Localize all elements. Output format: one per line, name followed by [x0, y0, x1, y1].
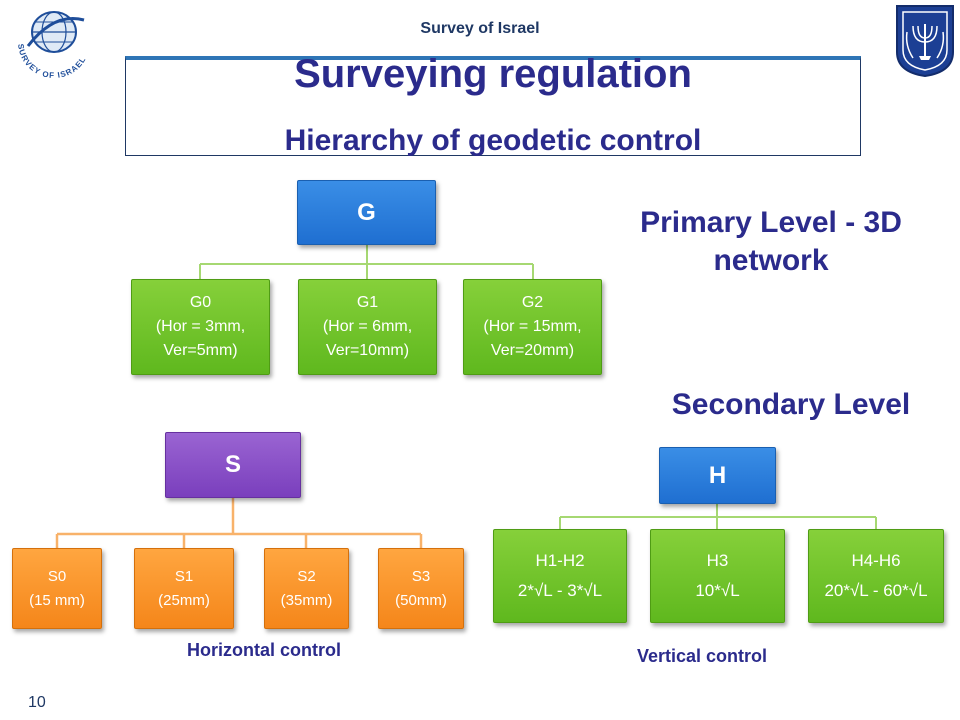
- h4-h6-node: H4-H6 20*√L - 60*√L: [808, 529, 944, 623]
- slide-title: Surveying regulation: [294, 52, 692, 96]
- g-root-label: G: [357, 198, 376, 226]
- h3-label: H3: [706, 551, 729, 570]
- g0-node: G0 (Hor = 3mm, Ver=5mm): [131, 279, 270, 375]
- s-root-node: S: [165, 432, 301, 498]
- g2-detail: (Hor = 15mm, Ver=20mm): [483, 318, 582, 359]
- org-name: Survey of Israel: [420, 20, 540, 37]
- g1-detail: (Hor = 6mm, Ver=10mm): [322, 318, 413, 359]
- h-root-node: H: [659, 447, 776, 504]
- s1-detail: (25mm): [158, 591, 210, 609]
- secondary-level-heading: Secondary Level: [671, 388, 911, 421]
- s0-detail: (15 mm): [29, 591, 85, 609]
- h-root-label: H: [708, 461, 727, 489]
- s0-label: S0: [47, 567, 67, 585]
- h1-h2-node: H1-H2 2*√L - 3*√L: [493, 529, 627, 623]
- s2-node: S2 (35mm): [264, 548, 349, 629]
- primary-level-heading: Primary Level - 3D network: [640, 206, 902, 277]
- title-frame: [125, 56, 861, 156]
- h1-h2-label: H1-H2: [535, 551, 585, 570]
- s3-node: S3 (50mm): [378, 548, 464, 629]
- s0-node: S0 (15 mm): [12, 548, 102, 629]
- s-root-label: S: [224, 451, 241, 478]
- s1-label: S1: [174, 567, 194, 585]
- vertical-control-caption: Vertical control: [636, 646, 768, 666]
- slide-subtitle: Hierarchy of geodetic control: [284, 124, 702, 157]
- s3-detail: (50mm): [395, 591, 447, 609]
- s2-label: S2: [297, 567, 316, 585]
- h1-h2-detail: 2*√L - 3*√L: [517, 581, 603, 600]
- horizontal-control-caption: Horizontal control: [187, 640, 341, 660]
- g-root-node: G: [297, 180, 436, 245]
- page-number: 10: [28, 694, 46, 711]
- s2-detail: (35mm): [280, 591, 333, 609]
- g0-label: G0: [189, 294, 212, 311]
- g2-node: G2 (Hor = 15mm, Ver=20mm): [463, 279, 602, 375]
- s3-label: S3: [411, 567, 431, 585]
- h3-node: H3 10*√L: [650, 529, 785, 623]
- state-emblem-icon: [893, 2, 957, 78]
- h4-h6-detail: 20*√L - 60*√L: [824, 581, 928, 600]
- h4-h6-label: H4-H6: [851, 551, 901, 570]
- g1-node: G1 (Hor = 6mm, Ver=10mm): [298, 279, 437, 375]
- s1-node: S1 (25mm): [134, 548, 234, 629]
- survey-of-israel-logo: SURVEY OF ISRAEL: [8, 2, 100, 94]
- g0-detail: (Hor = 3mm, Ver=5mm): [155, 318, 246, 359]
- g2-label: G2: [521, 294, 544, 311]
- h3-detail: 10*√L: [695, 581, 740, 600]
- g1-label: G1: [356, 294, 379, 311]
